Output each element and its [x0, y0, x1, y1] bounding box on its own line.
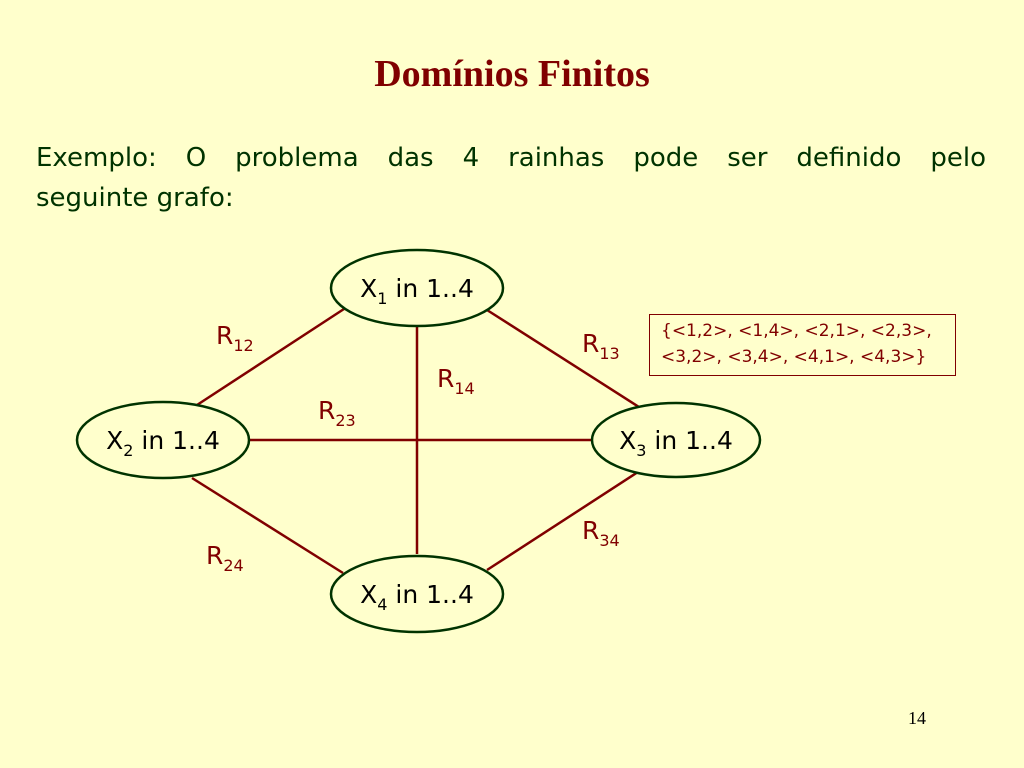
node-x2-sub: 2 [123, 441, 133, 460]
allowed-pairs-line-2: <3,2>, <3,4>, <4,1>, <4,3>} [661, 347, 927, 367]
node-x4-domain: in 1..4 [387, 580, 473, 609]
svg-text:X3 in 1..4: X3 in 1..4 [619, 426, 733, 460]
edge-r24 [191, 476, 344, 575]
node-x1: X1 in 1..4 [329, 248, 505, 328]
node-x3-domain: in 1..4 [646, 426, 732, 455]
svg-text:X2 in 1..4: X2 in 1..4 [106, 426, 220, 460]
label-r12: R12 [216, 321, 254, 355]
node-x1-domain: in 1..4 [387, 274, 473, 303]
label-r23: R23 [318, 396, 356, 430]
edge-r34 [486, 470, 639, 572]
node-x4-sub: 4 [377, 595, 387, 614]
label-r13: R13 [582, 329, 620, 363]
intro-line-2: seguinte grafo: [36, 183, 234, 213]
node-x3-var: X [619, 426, 636, 455]
node-x1-var: X [360, 274, 377, 303]
edge-r12 [196, 305, 348, 407]
allowed-pairs-box: {<1,2>, <1,4>, <2,1>, <2,3>, <3,2>, <3,4… [649, 314, 956, 376]
svg-text:X4 in 1..4: X4 in 1..4 [360, 580, 474, 614]
allowed-pairs-line-1: {<1,2>, <1,4>, <2,1>, <2,3>, [661, 321, 932, 341]
node-x2: X2 in 1..4 [75, 400, 251, 480]
label-r34: R34 [582, 516, 620, 550]
page-number: 14 [908, 708, 926, 728]
node-x1-sub: 1 [377, 289, 387, 308]
node-x4: X4 in 1..4 [329, 554, 505, 634]
label-r14: R14 [437, 364, 475, 398]
intro-text: Exemplo: O problema das 4 rainhas pode s… [36, 138, 986, 218]
node-x2-domain: in 1..4 [133, 426, 219, 455]
label-r24: R24 [206, 541, 244, 575]
slide-title: Domínios Finitos [374, 53, 650, 95]
node-x3-sub: 3 [636, 441, 646, 460]
edge-r13 [486, 308, 640, 409]
intro-line-1: Exemplo: O problema das 4 rainhas pode s… [36, 143, 986, 173]
node-x3: X3 in 1..4 [590, 401, 762, 479]
node-x2-var: X [106, 426, 123, 455]
node-x4-var: X [360, 580, 377, 609]
svg-text:X1 in 1..4: X1 in 1..4 [360, 274, 474, 308]
